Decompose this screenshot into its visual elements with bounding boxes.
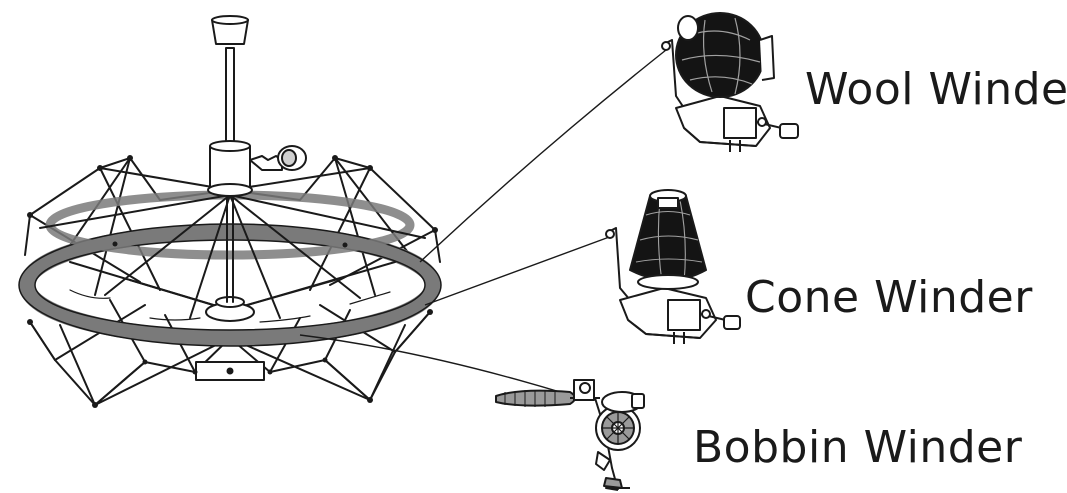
yarn-strands: [300, 50, 666, 392]
cone-winder-label: Cone Winder: [745, 276, 1033, 320]
wool-winder-label: Wool Winder: [805, 68, 1067, 112]
umbrella-swift-icon: [19, 16, 441, 408]
cone-winder-icon: [606, 190, 740, 344]
bobbin-winder-label: Bobbin Winder: [693, 426, 1022, 470]
yarn-strand-wool: [420, 50, 666, 262]
bobbin-winder-icon: [496, 380, 644, 490]
yarn-skein-ring: [19, 195, 441, 346]
yarn-strand-cone: [425, 236, 612, 305]
wool-winder-icon: [662, 13, 798, 152]
yarn-strand-bobbin: [300, 335, 560, 392]
